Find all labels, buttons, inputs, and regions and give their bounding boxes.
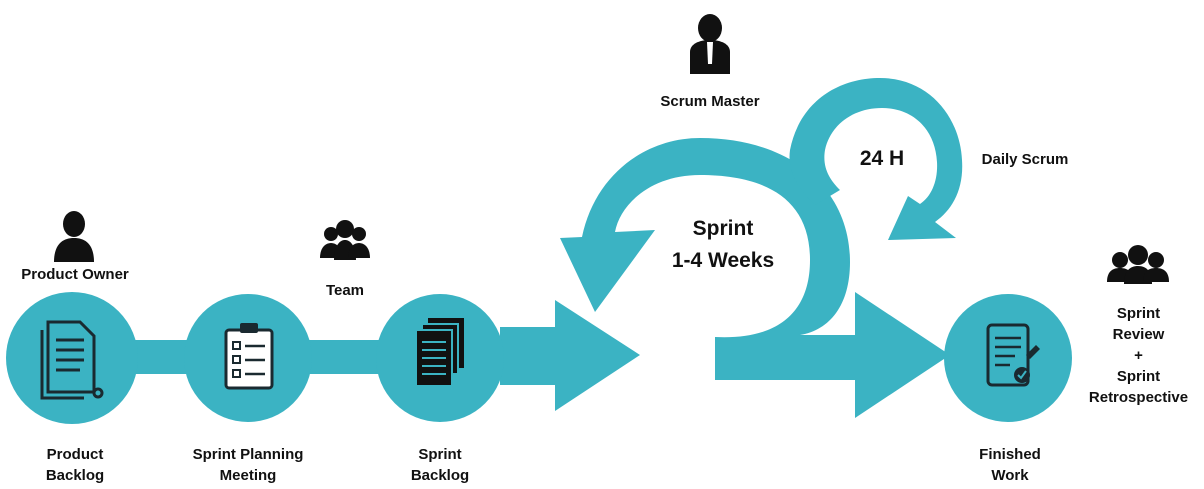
team-icon	[1107, 245, 1169, 284]
product-owner-label: Product Owner	[21, 266, 129, 283]
approved-document-icon	[986, 323, 1040, 387]
team-icon	[320, 220, 370, 260]
business-person-icon	[690, 14, 730, 74]
team-label: Team	[325, 282, 365, 299]
document-stack-icon	[415, 318, 464, 387]
scrum-master-label: Scrum Master	[660, 93, 760, 110]
checklist-clipboard-icon	[224, 323, 274, 390]
daily-cycle-label: 24 H	[859, 147, 905, 170]
product-backlog-circle	[6, 292, 138, 424]
person-icon	[54, 211, 94, 262]
connector-bar	[305, 340, 390, 374]
document-icon	[40, 320, 104, 400]
finished-work-circle	[944, 294, 1072, 422]
daily-scrum-label: Daily Scrum	[981, 151, 1069, 168]
daily-scrum-arrow	[789, 78, 963, 240]
arrow-to-sprint	[500, 300, 640, 411]
sprint-cycle-arrow	[560, 138, 950, 418]
